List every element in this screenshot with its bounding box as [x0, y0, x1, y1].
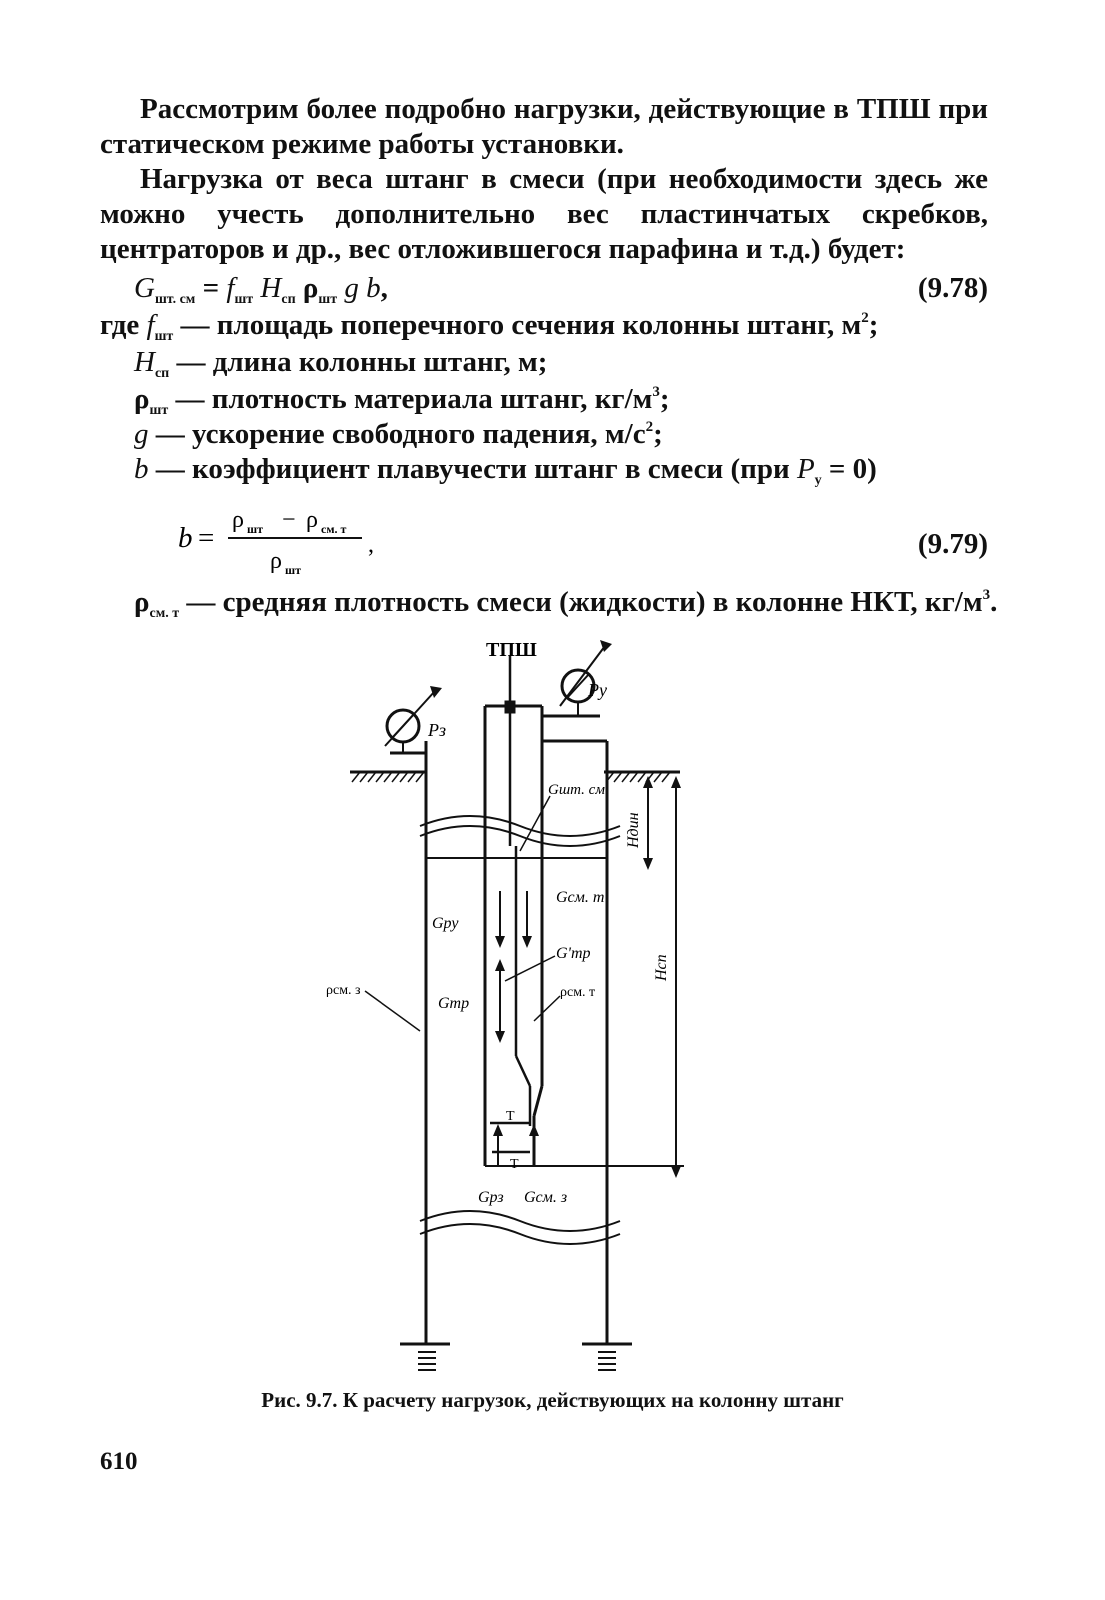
- break-line-upper-1: [419, 815, 621, 837]
- spring-right: [598, 1351, 616, 1371]
- ground-hatching: [351, 771, 671, 783]
- gauge-Pz-arrow: [384, 690, 436, 747]
- label-G-rz: Gрз: [478, 1189, 504, 1206]
- label-Pz: Pз: [427, 720, 446, 740]
- break-line-lower-2: [419, 1223, 621, 1245]
- rod-string-diagram: ТПШ Py Pз Gшт. см Hдин Gсм. т Gру G'тр ρ…: [326, 639, 684, 1371]
- svg-text:шт: шт: [247, 522, 263, 536]
- break-line-upper-2: [419, 825, 621, 847]
- arrowhead-G-sm-t: [522, 936, 532, 948]
- arrowhead-G-tr-down: [495, 1031, 505, 1043]
- figure-caption: Рис. 9.7. К расчету нагрузок, действующи…: [261, 1388, 844, 1412]
- gauge-Py-arrow: [559, 645, 606, 707]
- fraction-svg: b = ρ шт − ρ см. т ρ шт ,: [178, 507, 374, 577]
- svg-text:ρ: ρ: [306, 507, 318, 533]
- svg-text:см. т: см. т: [321, 522, 347, 536]
- label-H-din: Hдин: [625, 812, 642, 849]
- tubing-taper: [532, 1085, 544, 1117]
- label-G-tr-prime: G'тр: [556, 945, 591, 962]
- leader-G-tr-prime: [504, 955, 556, 982]
- label-G-tr: Gтр: [438, 995, 469, 1012]
- equation-number-9-78: (9.78): [917, 272, 988, 304]
- svg-text:b: b: [178, 522, 193, 554]
- spring-left: [418, 1351, 436, 1371]
- svg-text:,: ,: [368, 532, 374, 558]
- label-H-sp: Hсп: [653, 954, 670, 982]
- definition-b: b — коэффициент плавучести штанг в смеси…: [134, 453, 877, 488]
- svg-text:ρ: ρ: [232, 507, 244, 533]
- arrowhead-Py: [600, 640, 612, 652]
- definition-f: где fшт — площадь поперечного сечения ко…: [100, 309, 879, 344]
- page-number: 610: [100, 1448, 138, 1475]
- rod-string-taper: [514, 1055, 532, 1087]
- stuffing-box: [504, 700, 516, 714]
- arrowhead-H-sp-bottom: [671, 1166, 681, 1178]
- arrowhead-Pz: [430, 686, 442, 698]
- paragraph-rod-weight: Нагрузка от веса штанг в смеси (при необ…: [100, 163, 988, 265]
- label-G-sht-sm: Gшт. см: [548, 782, 605, 798]
- label-Py: Py: [587, 680, 607, 700]
- definition-rho-mix: ρсм. т — средняя плотность смеси (жидкос…: [134, 586, 998, 621]
- equation-number-9-79: (9.79): [917, 528, 988, 560]
- label-rho-sm-z: ρсм. з: [326, 983, 361, 998]
- leader-rho-sm-z: [364, 990, 421, 1032]
- definition-H: Hсп — длина колонны штанг, м;: [134, 346, 548, 381]
- equation-9-79: b = ρ шт − ρ см. т ρ шт ,: [172, 500, 392, 588]
- label-G-sm-z: Gсм. з: [524, 1189, 567, 1206]
- svg-text:ρ: ρ: [270, 548, 282, 574]
- paragraph-intro: Рассмотрим более подробно нагрузки, дейс…: [100, 93, 988, 160]
- label-G-sm-t: Gсм. т: [556, 889, 604, 906]
- label-tpsh: ТПШ: [486, 639, 537, 661]
- figure-9-7: ТПШ Py Pз Gшт. см Hдин Gсм. т Gру G'тр ρ…: [320, 636, 720, 1381]
- arrowhead-G-sm-z: [529, 1124, 539, 1136]
- definition-rho: ρшт — плотность материала штанг, кг/м3;: [134, 383, 670, 418]
- arrowhead-G-tr-up: [495, 959, 505, 971]
- definition-g: g — ускорение свободного падения, м/с2;: [134, 418, 663, 450]
- svg-text:шт: шт: [285, 563, 301, 577]
- arrowhead-G-ru: [495, 936, 505, 948]
- leader-G-sht-sm: [519, 795, 551, 852]
- svg-text:=: =: [198, 522, 214, 554]
- arrowhead-H-din-top: [643, 776, 653, 788]
- break-line-lower-1: [419, 1210, 621, 1232]
- arrowhead-G-rz: [493, 1124, 503, 1136]
- label-T-traveling: Т: [506, 1109, 515, 1124]
- label-G-ru: Gру: [432, 915, 459, 932]
- label-rho-sm-t: ρсм. т: [560, 985, 595, 1000]
- equation-9-78: Gшт. см = fшт Hсп ρшт g b,: [134, 272, 388, 307]
- leader-rho-sm-t: [533, 995, 561, 1022]
- svg-text:−: −: [282, 507, 296, 533]
- label-T-standing: Т: [510, 1157, 519, 1172]
- arrowhead-H-sp-top: [671, 776, 681, 788]
- arrowhead-H-din-bottom: [643, 858, 653, 870]
